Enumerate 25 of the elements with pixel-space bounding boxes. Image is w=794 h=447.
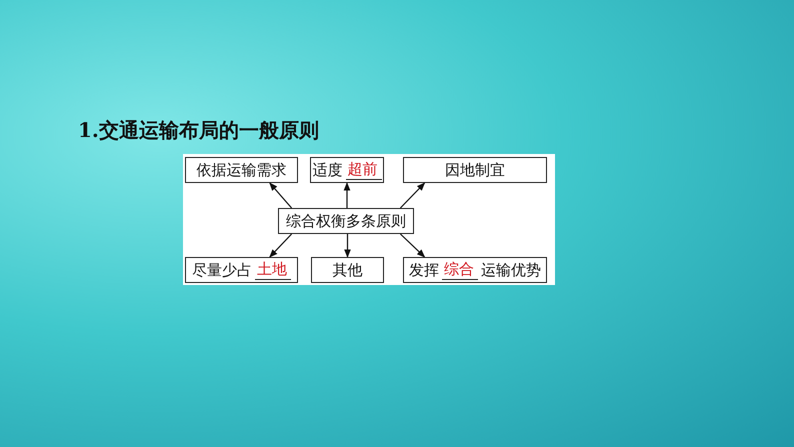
label-text: 发挥 — [409, 260, 439, 280]
label-text: 运输优势 — [481, 260, 541, 280]
arrow — [400, 182, 426, 208]
answer-text: 综合 — [442, 260, 478, 280]
text-box — [403, 157, 547, 183]
text-box — [403, 257, 547, 283]
arrow — [344, 182, 350, 208]
answer-text: 超前 — [346, 160, 382, 180]
arrow — [269, 182, 292, 208]
arrow — [400, 234, 426, 258]
label-text: 其他 — [332, 260, 362, 280]
label-text: 尽量少占 — [192, 260, 252, 280]
text-box — [185, 257, 298, 283]
text-box — [278, 208, 414, 234]
arrow — [269, 234, 292, 258]
answer-text: 土地 — [255, 260, 291, 280]
arrow — [344, 234, 351, 258]
text-box — [185, 157, 298, 183]
label-text: 综合权衡多条原则 — [286, 212, 406, 230]
text-box — [310, 157, 384, 183]
label-text: 适度 — [312, 160, 342, 180]
title: 1.交通运输布局的一般原则 — [78, 117, 319, 144]
label-text: 因地制宜 — [445, 160, 505, 180]
label-text: 依据运输需求 — [196, 160, 286, 180]
text-box — [311, 257, 384, 283]
